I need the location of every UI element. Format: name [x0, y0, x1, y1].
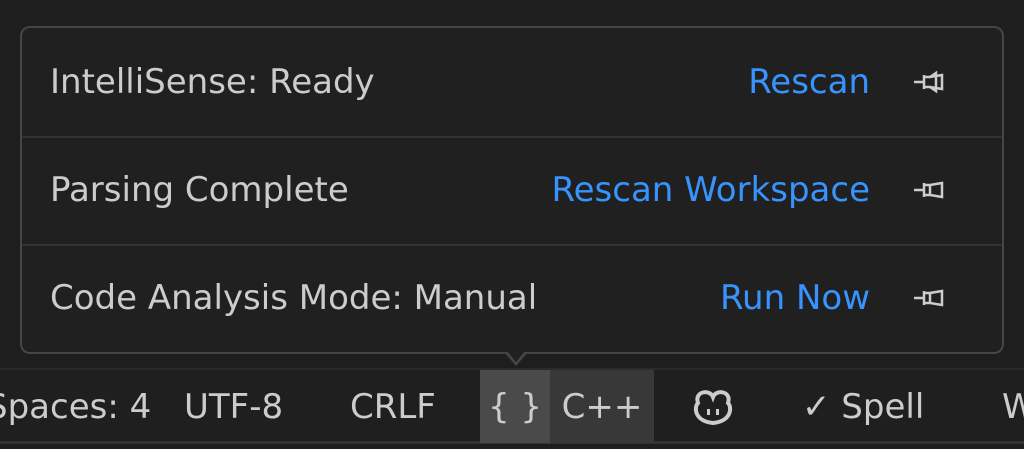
intellisense-status-row: IntelliSense: Ready Rescan: [22, 28, 1002, 138]
code-analysis-row: Code Analysis Mode: Manual Run Now: [22, 244, 1002, 352]
status-bar: Spaces: 4 UTF-8 CRLF { } C++ ✓ Spell W: [0, 368, 1024, 444]
next-status-item[interactable]: W: [1002, 386, 1024, 427]
indentation-status[interactable]: Spaces: 4: [0, 386, 152, 427]
run-now-link[interactable]: Run Now: [719, 278, 870, 318]
code-analysis-label: Code Analysis Mode: Manual: [50, 278, 538, 318]
copilot-icon[interactable]: [690, 370, 736, 443]
eol-status[interactable]: CRLF: [350, 386, 436, 427]
language-status-icon[interactable]: { }: [480, 370, 550, 443]
hover-pointer: [504, 350, 528, 366]
rescan-workspace-link[interactable]: Rescan Workspace: [551, 170, 870, 210]
language-mode-status[interactable]: C++: [550, 370, 654, 443]
encoding-status[interactable]: UTF-8: [184, 386, 284, 427]
pin-icon[interactable]: [912, 67, 952, 97]
rescan-link[interactable]: Rescan: [748, 62, 870, 102]
intellisense-status-label: IntelliSense: Ready: [50, 62, 375, 102]
spell-check-status[interactable]: ✓ Spell: [802, 386, 925, 427]
parsing-status-row: Parsing Complete Rescan Workspace: [22, 136, 1002, 246]
pin-icon[interactable]: [912, 175, 952, 205]
parsing-status-label: Parsing Complete: [50, 170, 349, 210]
language-status-hover: IntelliSense: Ready Rescan Parsing Compl…: [20, 26, 1004, 354]
pin-icon[interactable]: [912, 283, 952, 313]
